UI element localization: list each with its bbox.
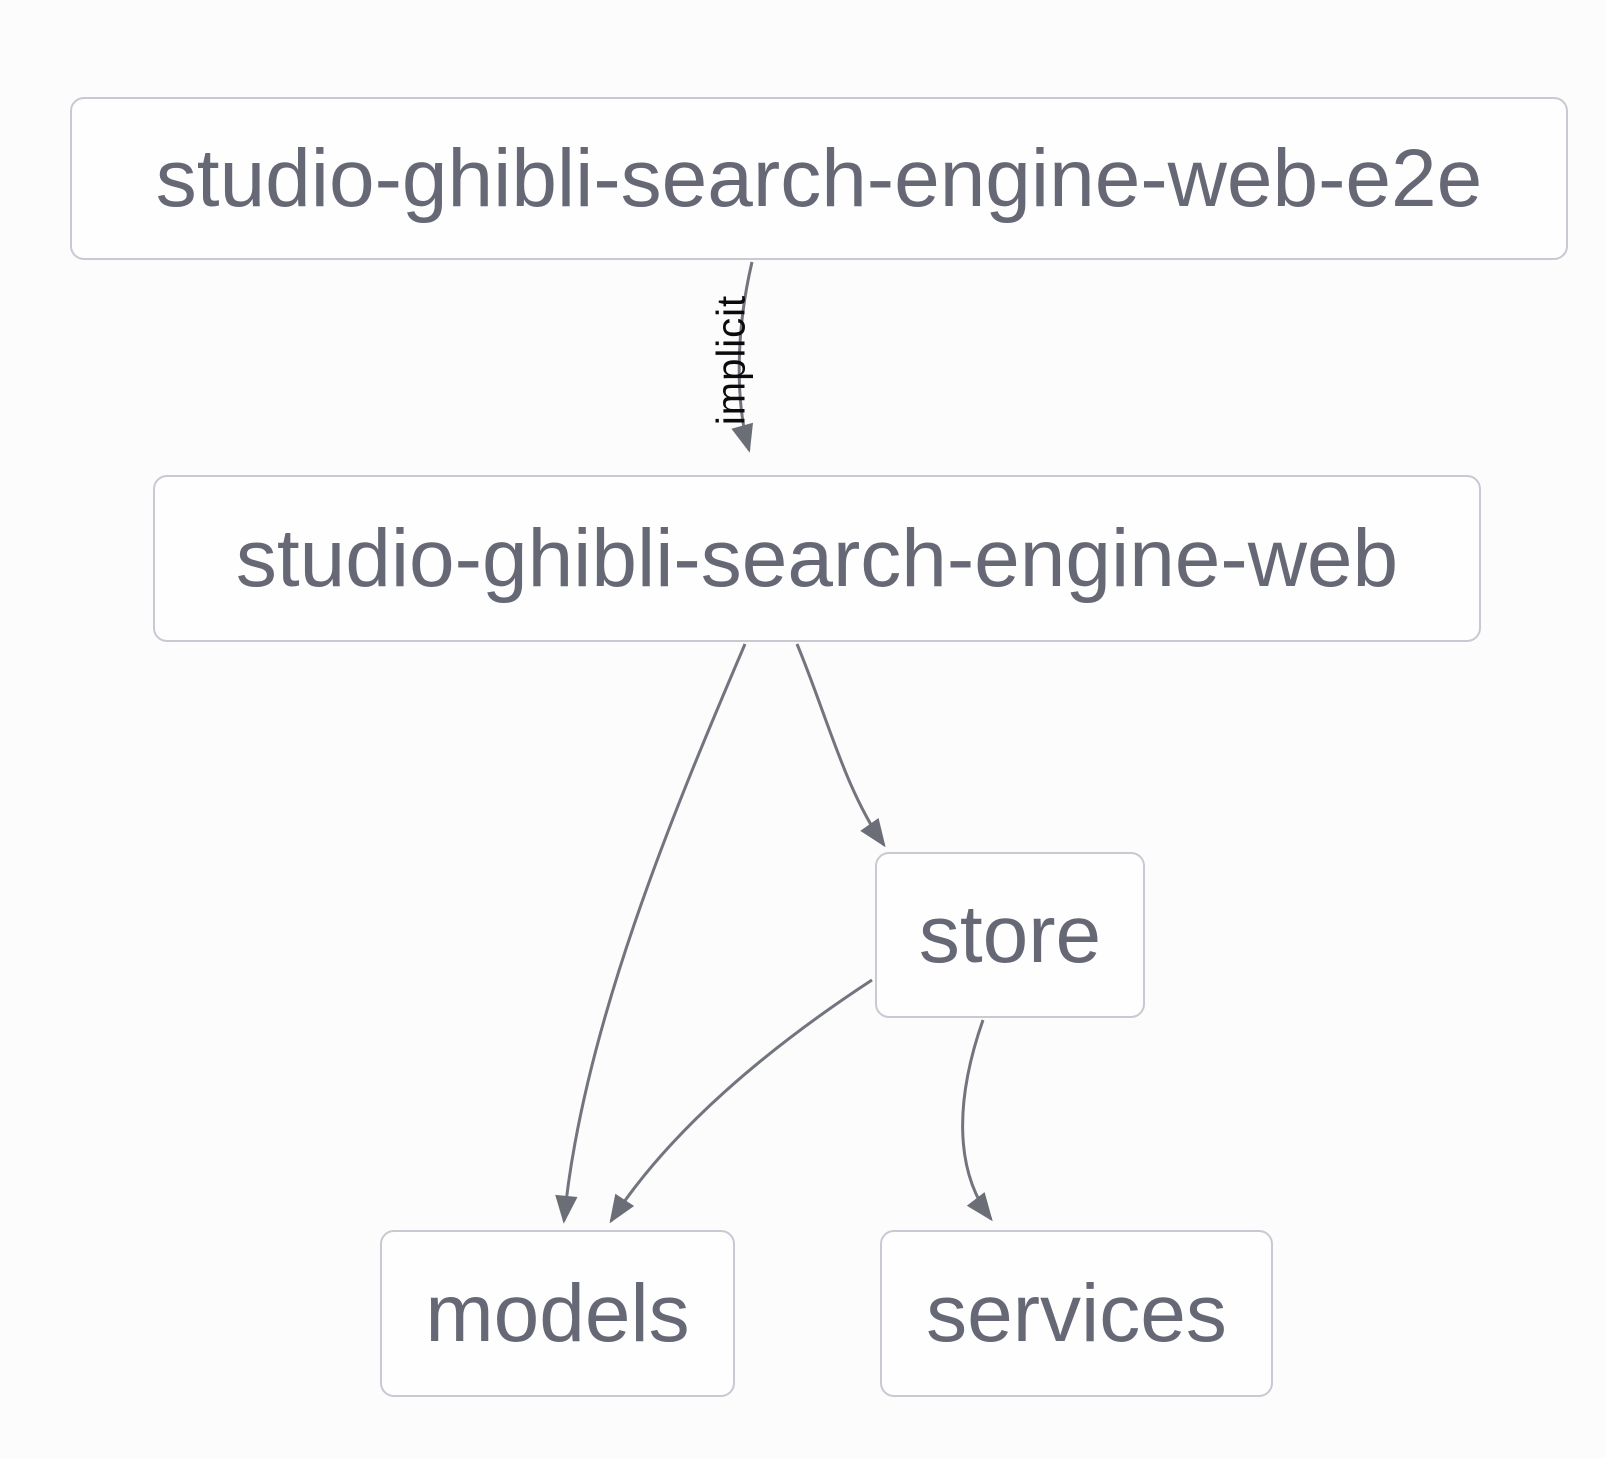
node-store[interactable]: store: [875, 852, 1145, 1018]
node-services[interactable]: services: [880, 1230, 1273, 1397]
node-label: studio-ghibli-search-engine-web: [235, 512, 1399, 604]
edge-web-to-store: [795, 643, 886, 848]
node-label: studio-ghibli-search-engine-web-e2e: [155, 132, 1483, 224]
node-label: store: [918, 889, 1102, 980]
edge-web-to-models: [555, 643, 747, 1224]
node-studio-ghibli-search-engine-web-e2e[interactable]: studio-ghibli-search-engine-web-e2e: [70, 97, 1568, 260]
edge-store-to-services: [961, 1019, 993, 1222]
edge-e2e-to-web: [731, 261, 754, 453]
edge-label-implicit: implicit: [709, 294, 754, 426]
node-models[interactable]: models: [380, 1230, 735, 1397]
node-studio-ghibli-search-engine-web[interactable]: studio-ghibli-search-engine-web: [153, 475, 1481, 642]
node-label: models: [425, 1267, 690, 1359]
edge-store-to-models: [609, 978, 873, 1224]
node-label: services: [926, 1267, 1227, 1359]
